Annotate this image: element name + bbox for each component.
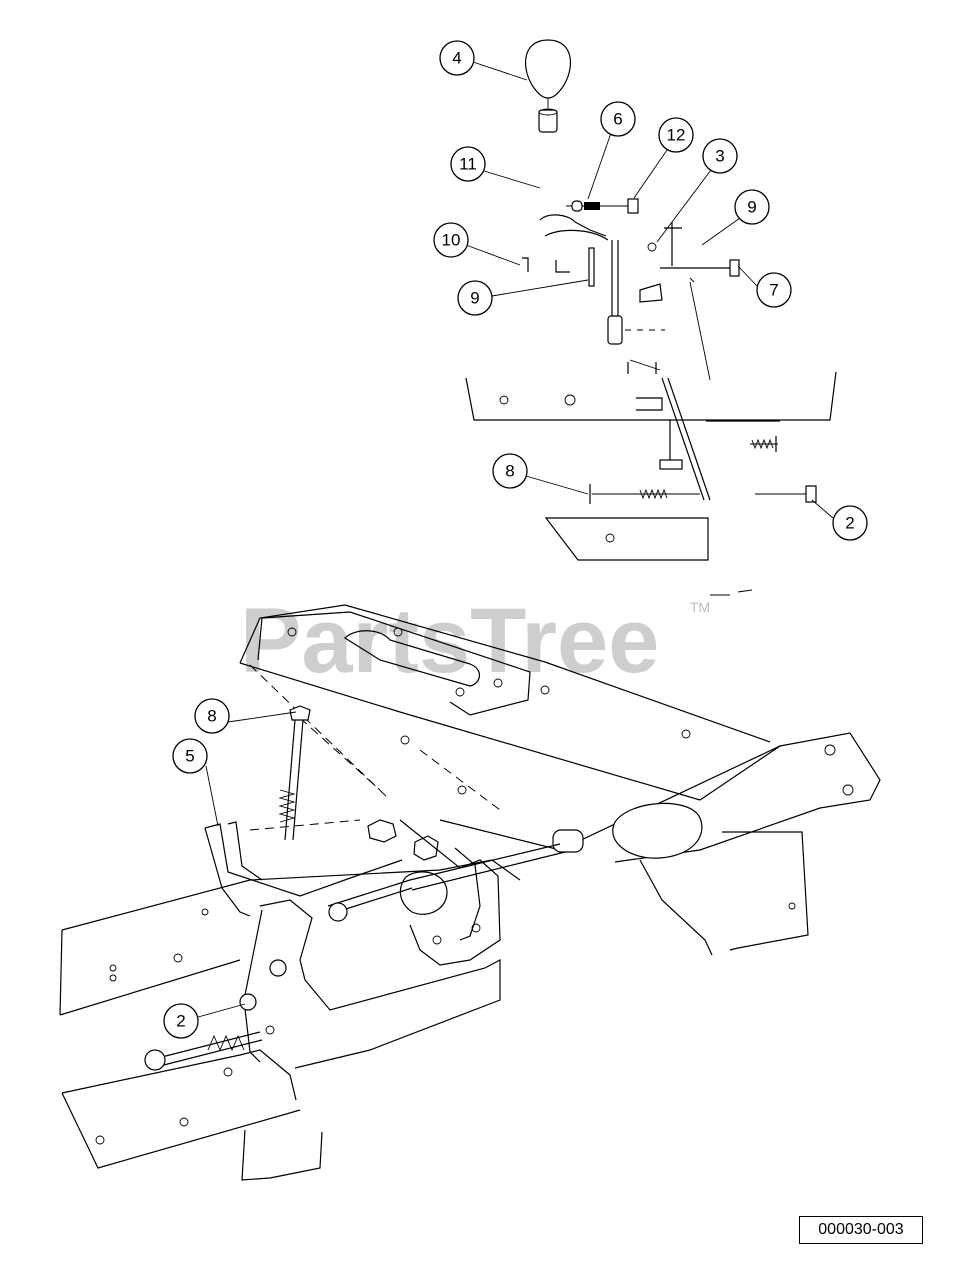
knob-insert — [538, 109, 558, 133]
svg-text:3: 3 — [715, 147, 724, 166]
slotted-plate — [257, 611, 531, 716]
shift-plate — [399, 819, 501, 966]
callout-6: 6 — [600, 101, 636, 137]
svg-text:2: 2 — [176, 1012, 185, 1031]
shift-lever — [539, 214, 607, 237]
svg-text:5: 5 — [185, 747, 194, 766]
upper-plate — [465, 371, 837, 421]
pivot-cylinder — [612, 802, 703, 859]
svg-text:8: 8 — [207, 707, 216, 726]
callout-4: 4 — [439, 40, 475, 76]
bracket — [522, 257, 570, 273]
watermark-text: PartsTree — [240, 590, 659, 692]
callout-8-upper: 8 — [492, 453, 528, 489]
lower-body-frame — [259, 899, 501, 1069]
svg-text:4: 4 — [452, 49, 461, 68]
watermark-trademark: TM — [690, 599, 710, 615]
svg-text:9: 9 — [747, 198, 756, 217]
svg-text:10: 10 — [442, 231, 461, 250]
svg-text:6: 6 — [613, 110, 622, 129]
callout-8-lower: 8 — [194, 698, 230, 734]
callout-2-lower: 2 — [163, 1003, 199, 1039]
assembly-view-lower — [59, 604, 881, 1181]
lower-block — [544, 517, 709, 561]
left-lower-frame — [61, 1049, 297, 1101]
callout-7: 7 — [756, 272, 792, 308]
callout-11: 11 — [450, 146, 486, 182]
svg-text:11: 11 — [459, 155, 477, 174]
reference-code: 000030-003 — [799, 1216, 923, 1244]
shift-knob — [524, 39, 572, 99]
svg-text:2: 2 — [845, 514, 854, 533]
callout-12: 12 — [658, 117, 694, 153]
frame-top-plate — [239, 604, 771, 743]
callout-5: 5 — [172, 738, 208, 774]
svg-text:8: 8 — [505, 462, 514, 481]
svg-text:9: 9 — [470, 289, 479, 308]
exploded-view-upper — [465, 39, 837, 596]
leader-lines — [197, 61, 834, 1018]
callout-9-upper: 9 — [734, 189, 770, 225]
callout-2-upper: 2 — [832, 505, 868, 541]
callout-3: 3 — [702, 138, 738, 174]
callout-10: 10 — [433, 222, 469, 258]
callouts: 4 6 12 11 3 9 10 7 — [163, 40, 868, 1039]
bolt — [289, 705, 311, 721]
svg-text:12: 12 — [667, 126, 686, 145]
callout-9-lower: 9 — [457, 280, 493, 316]
left-frame-beam — [61, 859, 521, 931]
svg-text:7: 7 — [769, 281, 778, 300]
